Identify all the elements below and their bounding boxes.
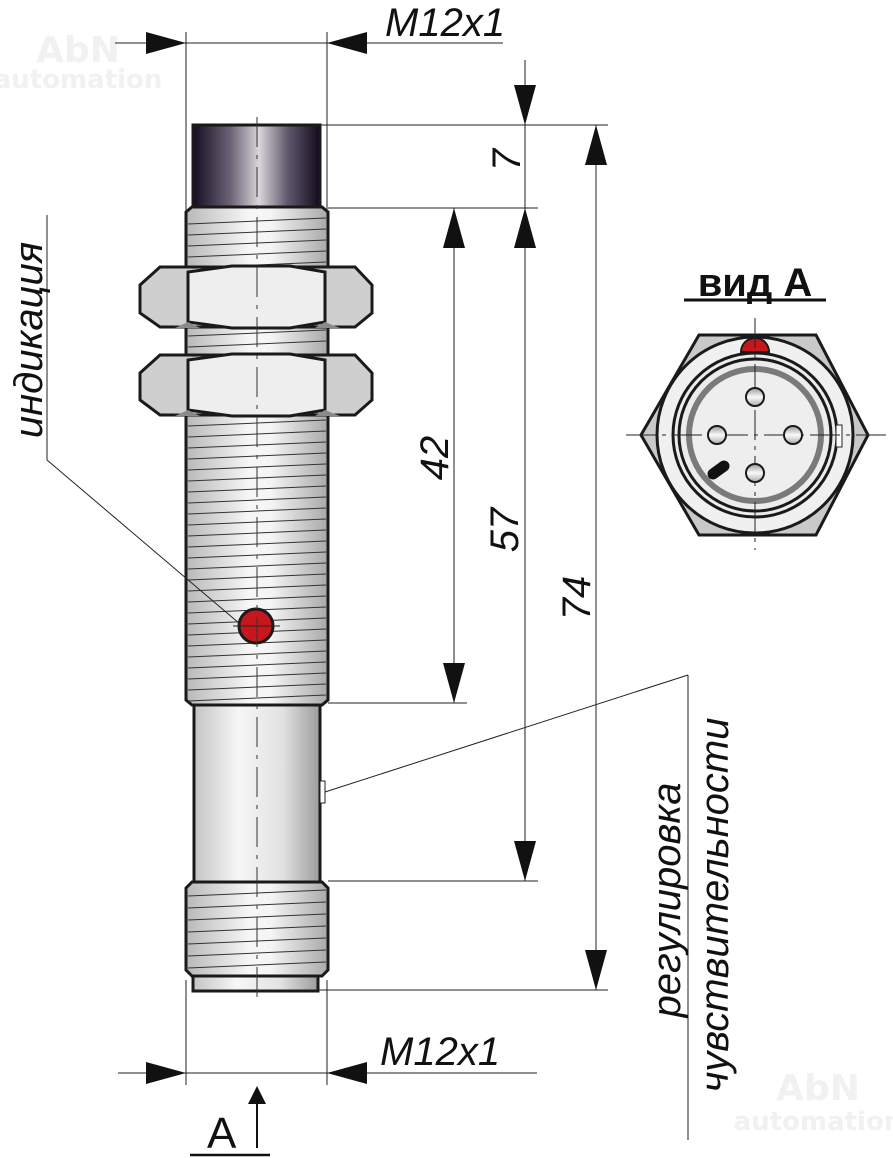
watermark-brand: AbN: [776, 1068, 860, 1109]
dim-total-length-label: 74: [555, 576, 599, 621]
connector-collar: [191, 974, 320, 993]
connector-pin-2: [707, 425, 727, 445]
thread-line: [187, 650, 327, 658]
watermark-sub: automation: [734, 1107, 893, 1137]
dim-housing-length-label: 57: [483, 506, 527, 552]
thread-line: [187, 661, 327, 669]
thread-line: [187, 961, 327, 969]
indication-callout: индикация: [7, 215, 241, 625]
connector-pin-3: [783, 425, 803, 445]
watermark-sub: automation: [0, 65, 162, 95]
sensitivity-label-line1: регулировка: [645, 782, 689, 1018]
lock-nut-1: [138, 264, 374, 330]
thread-line: [187, 949, 327, 957]
sensitivity-adjuster: [319, 780, 326, 804]
view-a-marker: A: [190, 1086, 270, 1158]
dim-face-length-label: 7: [485, 147, 529, 171]
dimension-thread-length: 42: [413, 208, 465, 703]
watermark-top-left: AbN automation: [0, 30, 162, 95]
sensitivity-label-line2: чувствительности: [693, 718, 737, 1093]
extension-lines: [318, 124, 608, 991]
connector-pins: [707, 387, 803, 483]
indication-label: индикация: [7, 242, 51, 438]
thread-line: [187, 595, 327, 603]
watermark-bottom-right: AbN automation: [734, 1068, 893, 1137]
thread-line: [187, 694, 327, 702]
view-a-panel: вид A: [626, 261, 890, 550]
dim-thread-length-label: 42: [413, 436, 457, 481]
watermark-brand: AbN: [36, 30, 120, 71]
thread-line: [187, 250, 327, 258]
dimension-top-thread: M12x1: [115, 1, 505, 212]
connector-pin-1: [745, 387, 765, 407]
dimension-face-length: 7: [485, 60, 536, 208]
dimension-housing-length: 57: [483, 208, 536, 881]
dimension-total-length: 74: [555, 125, 607, 990]
view-a-title: вид A: [698, 261, 813, 305]
dimension-bottom-thread: M12x1: [118, 980, 537, 1085]
sensitivity-callout: регулировка чувствительности: [324, 674, 737, 1140]
lock-nut-2: [138, 352, 374, 418]
coding-key: [707, 460, 730, 480]
connector-pin-4: [745, 463, 765, 483]
thread-line: [187, 496, 327, 504]
thread-line: [187, 562, 327, 570]
thread-line: [187, 507, 327, 515]
view-marker-letter: A: [207, 1109, 237, 1158]
view-direction-arrow-icon: [248, 1086, 266, 1104]
sensor-body: [138, 117, 374, 1003]
dim-bottom-thread-label: M12x1: [380, 1030, 500, 1074]
dim-top-thread-label: M12x1: [385, 1, 505, 45]
